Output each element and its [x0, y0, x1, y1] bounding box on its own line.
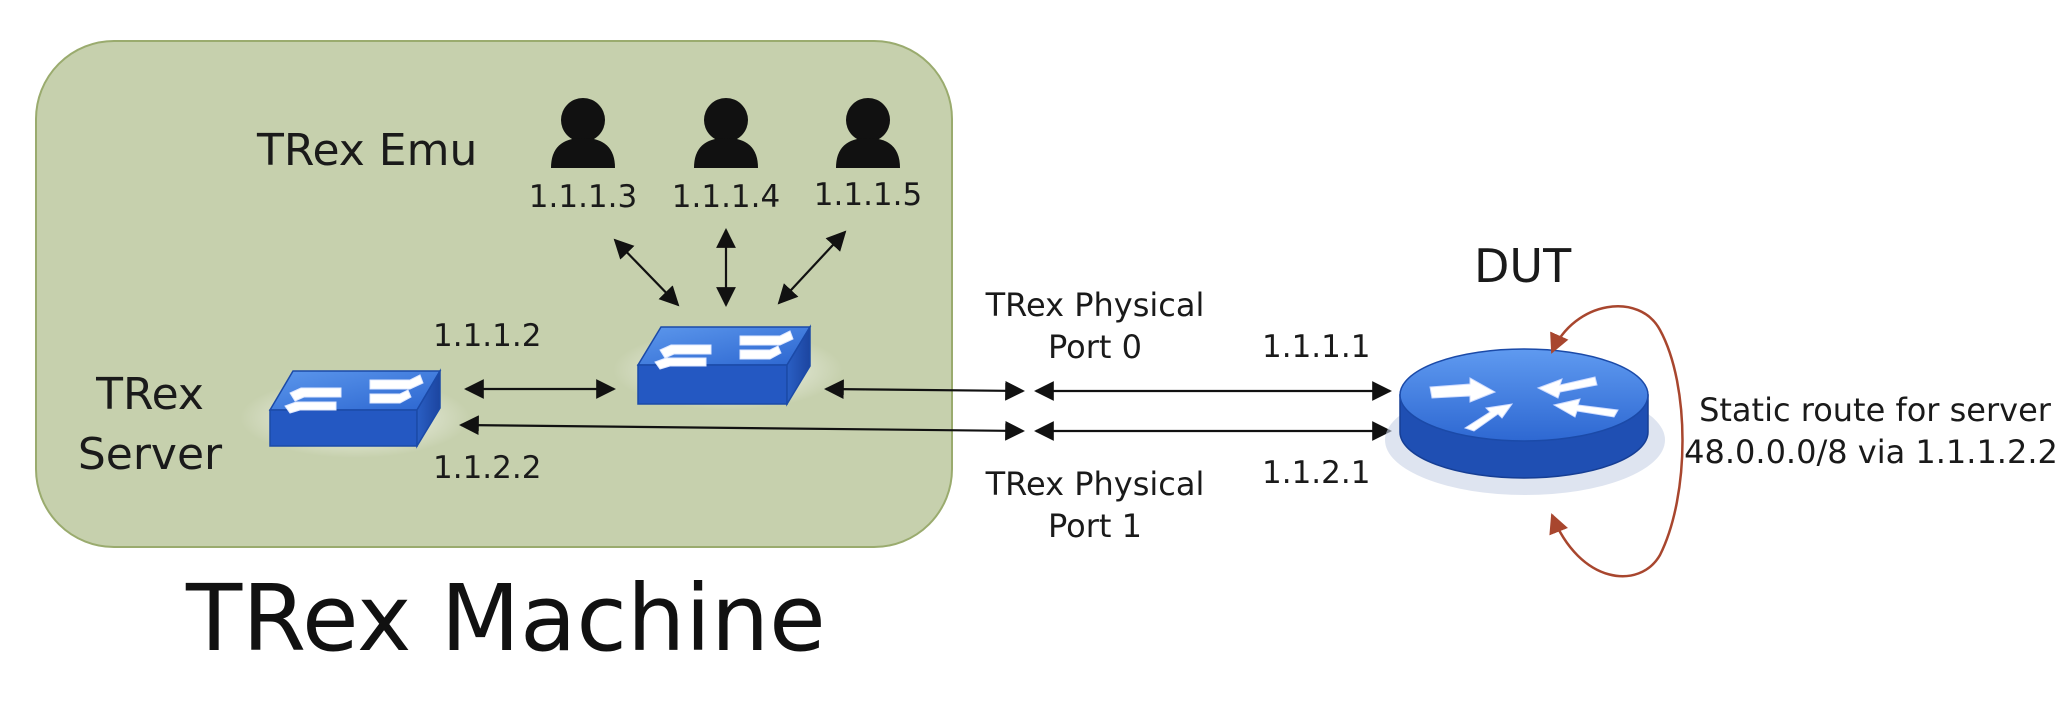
person-icon: [551, 98, 615, 168]
emu-label: TRex Emu: [257, 125, 478, 176]
server-label-line1: TRex: [96, 369, 204, 420]
person-icon: [836, 98, 900, 168]
client3-ip: 1.1.1.5: [813, 177, 923, 213]
static-route-line2: 48.0.0.0/8 via 1.1.1.2.2: [1684, 433, 2058, 471]
server-ip-bottom: 1.1.2.2: [433, 450, 542, 486]
static-route-line1: Static route for server: [1699, 391, 2051, 429]
machine-title: TRex Machine: [186, 565, 826, 672]
port1-label-line2: Port 1: [1048, 507, 1142, 545]
static-route-loop: [1549, 305, 1684, 578]
dut-ip-port1: 1.1.2.1: [1262, 455, 1371, 491]
server-ip-top: 1.1.1.2: [433, 318, 542, 354]
arrow-client1-switch: [613, 238, 680, 307]
port0-label-line2: Port 0: [1048, 328, 1142, 366]
arrow-client3-switch: [777, 230, 847, 305]
arrow-server-port1: [459, 415, 1025, 441]
dut-ip-port0: 1.1.1.1: [1262, 329, 1371, 365]
dut-router-icon: [1385, 348, 1665, 495]
port0-label-line1: TRex Physical: [985, 286, 1205, 324]
port1-label-line1: TRex Physical: [985, 465, 1205, 503]
client1-ip: 1.1.1.3: [528, 179, 638, 215]
person-icon: [694, 98, 758, 168]
dut-label: DUT: [1474, 239, 1572, 293]
client2-ip: 1.1.1.4: [671, 179, 781, 215]
emu-switch-icon: [613, 324, 843, 410]
server-label-line2: Server: [77, 429, 223, 480]
server-switch-icon: [240, 368, 470, 458]
arrow-emu-port0: [824, 379, 1025, 401]
